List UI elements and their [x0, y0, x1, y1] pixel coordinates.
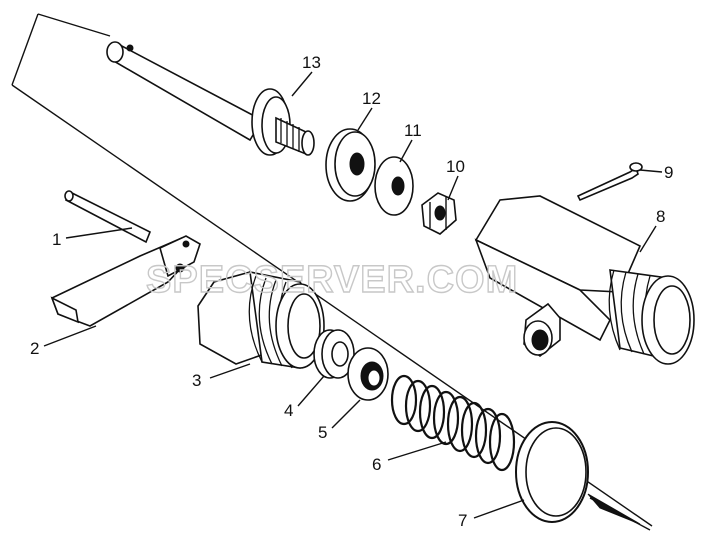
callout-7: 7	[458, 511, 467, 530]
callout-13: 13	[302, 53, 321, 72]
part-10-castle-nut	[421, 192, 457, 235]
part-4-bushing	[313, 329, 355, 379]
part-13-pin	[106, 41, 315, 156]
part-3-housing	[197, 270, 325, 369]
callout-1: 1	[52, 230, 61, 249]
callout-6: 6	[372, 455, 381, 474]
callout-labels: 1 2 3 4 5 6 7 8 9 10 11 12 13	[30, 53, 673, 530]
callout-4: 4	[284, 401, 293, 420]
callout-3: 3	[192, 371, 201, 390]
leader-lines	[43, 71, 663, 519]
callout-9: 9	[664, 163, 673, 182]
part-12-washer	[325, 128, 376, 202]
callout-12: 12	[362, 89, 381, 108]
part-9-cotter-pin	[576, 162, 643, 202]
part-1-rod	[64, 190, 152, 244]
callout-8: 8	[656, 207, 665, 226]
watermark-text: SPECSERVER.COM	[146, 259, 518, 301]
callout-2: 2	[30, 339, 39, 358]
part-8-cylinder-body	[474, 195, 695, 365]
part-6-spring	[390, 374, 516, 472]
callout-11: 11	[404, 121, 422, 140]
callout-5: 5	[318, 423, 327, 442]
part-2-lever	[50, 235, 201, 327]
part-11-washer	[374, 156, 414, 216]
callout-10: 10	[446, 157, 465, 176]
part-7-o-ring	[515, 421, 589, 523]
part-5-seal-ring	[347, 347, 389, 401]
